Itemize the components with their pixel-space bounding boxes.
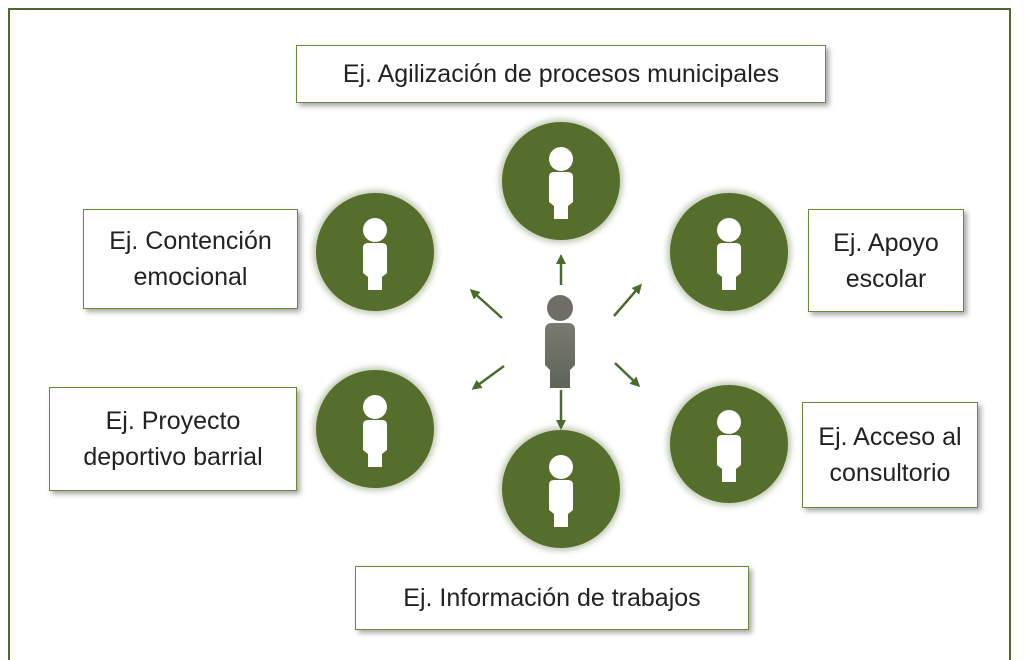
person-icon — [717, 410, 741, 482]
person-icon — [549, 147, 573, 219]
arrow-up-right — [613, 283, 642, 317]
person-node-bottom-right — [670, 385, 788, 503]
label-bottom-left: Ej. Proyecto deportivo barrial — [49, 387, 297, 491]
center-person-icon — [545, 295, 575, 388]
arrow-up-left — [469, 288, 503, 319]
person-node-bottom — [502, 430, 620, 548]
label-bottom: Ej. Información de trabajos — [355, 566, 749, 630]
label-top-left: Ej. Contención emocional — [83, 209, 298, 309]
person-node-bottom-left — [316, 370, 434, 488]
person-icon — [363, 395, 387, 467]
person-icon — [363, 218, 387, 290]
person-icon — [717, 218, 741, 290]
person-node-top-left — [316, 193, 434, 311]
label-bottom-right: Ej. Acceso al consultorio — [802, 402, 978, 508]
label-top: Ej. Agilización de procesos municipales — [296, 45, 826, 103]
arrow-down-left — [471, 364, 505, 390]
label-top-right: Ej. Apoyo escolar — [808, 209, 964, 312]
person-node-top-right — [670, 193, 788, 311]
person-node-top — [502, 122, 620, 240]
arrow-down-right — [614, 362, 641, 388]
person-icon — [549, 455, 573, 527]
diagram-frame — [8, 8, 1011, 660]
